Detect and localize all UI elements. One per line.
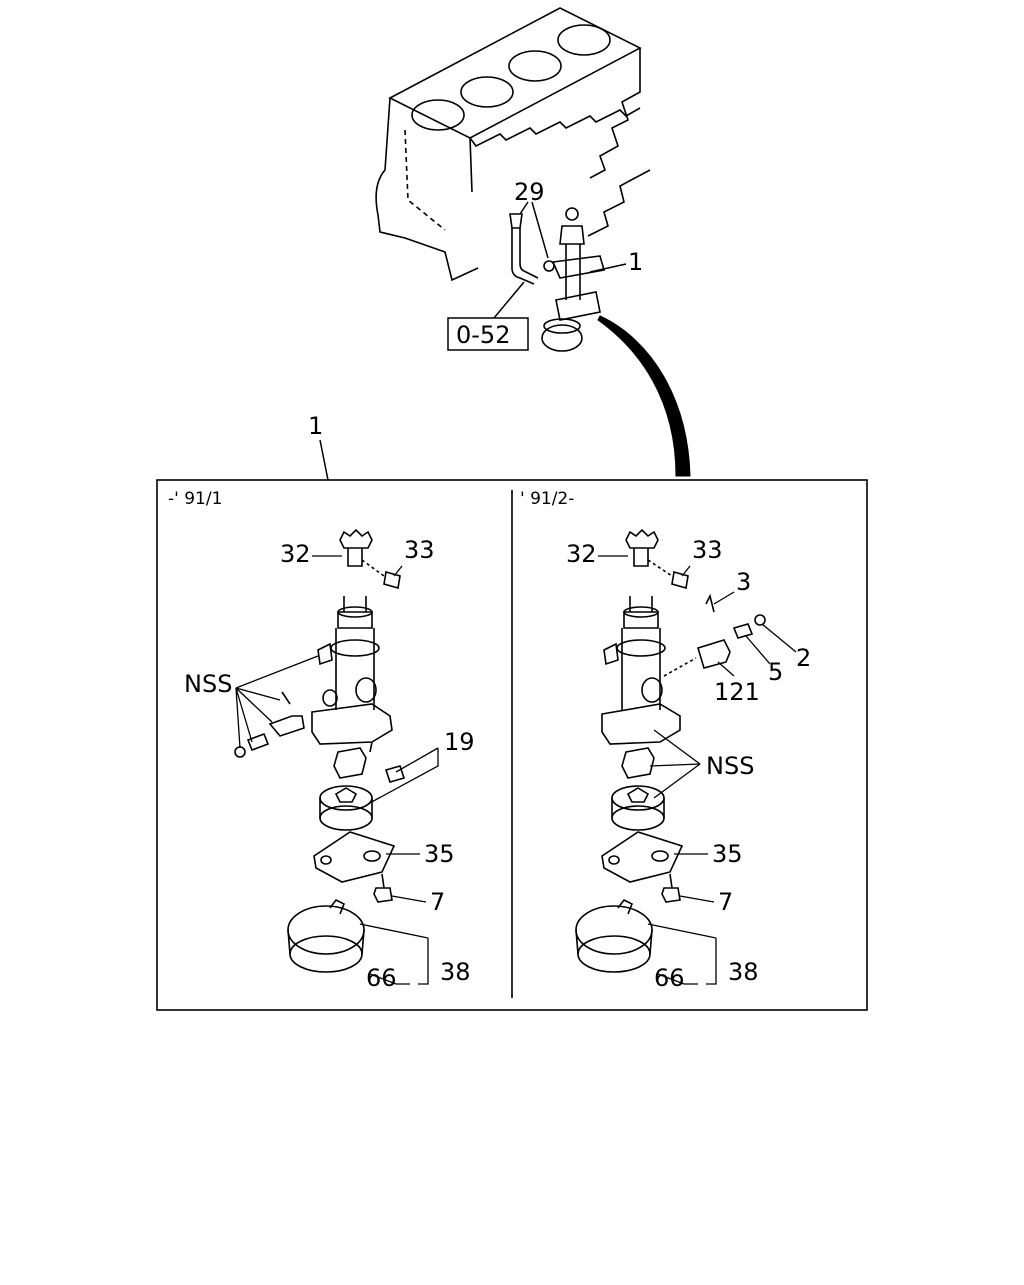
left-label-rotor-set: 19 bbox=[444, 728, 475, 756]
right-leaders bbox=[598, 555, 797, 985]
detail-callout-leader bbox=[319, 439, 329, 481]
overview-label-bolt: 29 bbox=[514, 178, 545, 206]
reference-box[interactable]: 0-52 bbox=[447, 317, 529, 351]
right-panel: ' 91/2- bbox=[520, 489, 811, 992]
left-label-pin: 33 bbox=[404, 536, 435, 564]
right-label-gear: 32 bbox=[566, 540, 597, 568]
right-label-bolt: 7 bbox=[718, 888, 733, 916]
left-leaders bbox=[235, 555, 439, 985]
left-label-gear: 32 bbox=[280, 540, 311, 568]
right-label-plunger: 121 bbox=[714, 678, 760, 706]
right-label-spring: 5 bbox=[768, 658, 783, 686]
engine-block bbox=[375, 7, 651, 282]
left-label-bolt: 7 bbox=[430, 888, 445, 916]
right-label-cover: 35 bbox=[712, 840, 743, 868]
detail-arrow bbox=[597, 315, 691, 477]
left-label-cover: 35 bbox=[424, 840, 455, 868]
detail-frame bbox=[156, 479, 868, 1011]
left-pump-drawing bbox=[234, 528, 406, 973]
reference-label: 0-52 bbox=[456, 321, 510, 349]
right-label-gasket: 66 bbox=[654, 964, 685, 992]
right-panel-header: ' 91/2- bbox=[520, 489, 574, 509]
detail-callout-label: 1 bbox=[308, 412, 323, 440]
left-label-nss: NSS bbox=[184, 670, 232, 698]
left-label-strainer: 38 bbox=[440, 958, 471, 986]
right-label-pin: 33 bbox=[692, 536, 723, 564]
overview-oil-pump bbox=[541, 207, 606, 352]
left-panel: -' 91/1 bbox=[168, 489, 475, 992]
right-label-cotter-pin: 3 bbox=[736, 568, 751, 596]
overview-leaders bbox=[493, 201, 627, 319]
overview-label-pump: 1 bbox=[628, 248, 643, 276]
right-pump-drawing bbox=[575, 528, 766, 973]
overview-oil-pipe bbox=[509, 213, 555, 285]
right-label-strainer: 38 bbox=[728, 958, 759, 986]
right-label-washer: 2 bbox=[796, 644, 811, 672]
left-panel-header: -' 91/1 bbox=[168, 489, 222, 509]
left-label-gasket: 66 bbox=[366, 964, 397, 992]
right-label-nss: NSS bbox=[706, 752, 754, 780]
